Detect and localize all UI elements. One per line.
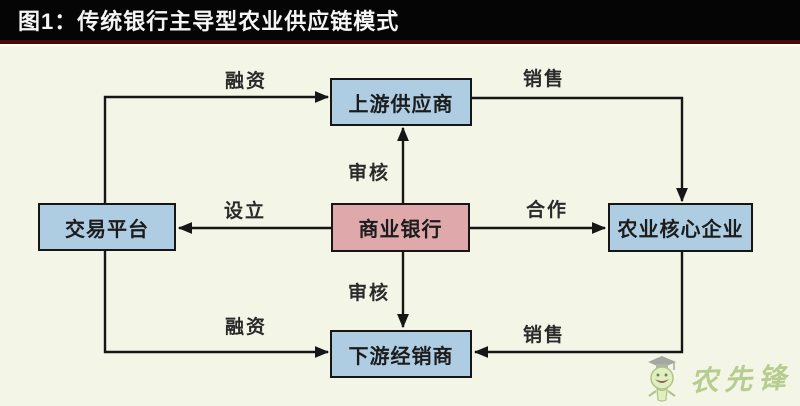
node-trading-platform: 交易平台 <box>38 203 176 251</box>
edge-label-financing-bottom: 融资 <box>224 317 267 338</box>
edge-label-review-down: 审核 <box>347 283 390 304</box>
node-downstream-distributor-label: 下游经销商 <box>348 345 454 368</box>
node-commercial-bank-label: 商业银行 <box>358 219 443 241</box>
figure-title: 图1：传统银行主导型农业供应链模式 <box>18 9 400 34</box>
node-agri-core-enterprise: 农业核心企业 <box>608 203 753 252</box>
edge-label-sales-top: 销售 <box>522 69 565 90</box>
node-upstream-supplier: 上游供应商 <box>330 78 472 126</box>
node-commercial-bank: 商业银行 <box>331 203 470 252</box>
edge-label-establish: 设立 <box>223 201 266 222</box>
node-agri-core-enterprise-label: 农业核心企业 <box>617 219 744 241</box>
node-upstream-supplier-label: 上游供应商 <box>348 93 454 116</box>
edge-label-sales-bottom: 销售 <box>522 325 565 346</box>
node-downstream-distributor: 下游经销商 <box>330 330 472 378</box>
node-trading-platform-label: 交易平台 <box>65 218 149 241</box>
figure-title-bar: 图1：传统银行主导型农业供应链模式 <box>0 0 800 44</box>
edge-label-financing-top: 融资 <box>224 71 267 92</box>
edge-label-review-up: 审核 <box>347 163 390 184</box>
edge-label-cooperate: 合作 <box>525 200 568 221</box>
